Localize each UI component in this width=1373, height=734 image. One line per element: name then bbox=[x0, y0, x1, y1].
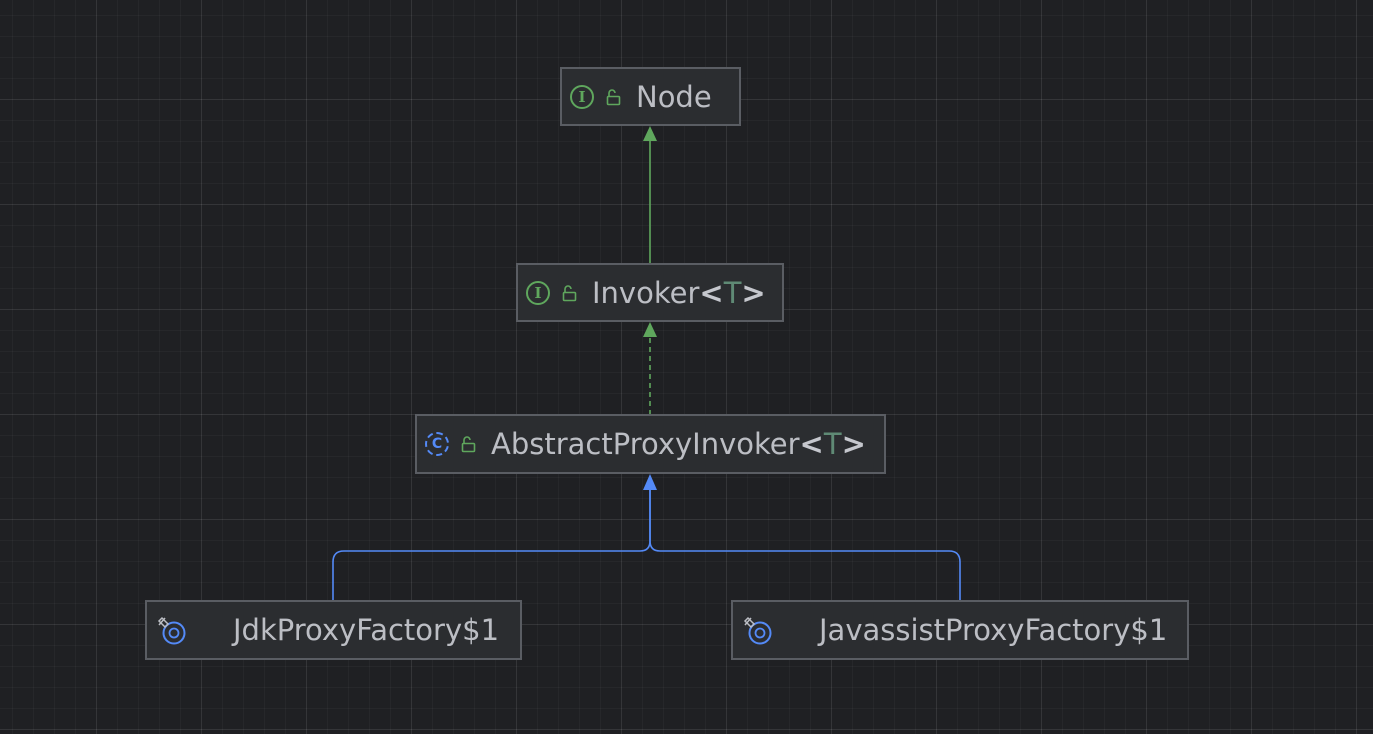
node-abstract-proxy-invoker[interactable]: C AbstractProxyInvoker<T> bbox=[415, 414, 886, 474]
node-javassist-proxy-factory[interactable]: JavassistProxyFactory$1 bbox=[731, 600, 1189, 660]
node-name: Invoker<T> bbox=[592, 276, 766, 310]
arrowhead-invoker bbox=[643, 322, 657, 337]
unlocked-lock-icon bbox=[562, 284, 577, 301]
node-invoker[interactable]: I Invoker<T> bbox=[516, 263, 784, 322]
node-abstract-proxy-invoker-label: AbstractProxyInvoker bbox=[491, 427, 800, 461]
node-node-label: Node bbox=[636, 79, 712, 114]
node-name: JavassistProxyFactory$1 bbox=[819, 613, 1168, 647]
node-name: JdkProxyFactory$1 bbox=[233, 613, 500, 647]
node-invoker-label: Invoker bbox=[592, 275, 700, 310]
node-jdk-proxy-factory[interactable]: JdkProxyFactory$1 bbox=[145, 600, 522, 660]
unlocked-lock-icon bbox=[461, 436, 476, 453]
generic-close-bracket: > bbox=[741, 275, 766, 310]
generic-open-bracket: < bbox=[799, 427, 824, 461]
node-name: Node bbox=[636, 80, 712, 114]
abstract-class-icon: C bbox=[425, 432, 449, 456]
arrowhead-abstract-proxy-invoker bbox=[643, 474, 657, 490]
interface-icon: I bbox=[526, 280, 550, 305]
unlocked-lock-icon bbox=[606, 88, 621, 105]
generic-close-bracket: > bbox=[841, 427, 866, 461]
node-node[interactable]: I Node bbox=[560, 67, 741, 126]
edge-jdk-proxy-factory-to-abstract-proxy-invoker bbox=[332, 488, 651, 601]
edge-javassist-proxy-factory-to-abstract-proxy-invoker bbox=[649, 488, 961, 601]
generic-type-parameter: T bbox=[723, 275, 742, 310]
node-name: AbstractProxyInvoker<T> bbox=[491, 427, 866, 461]
arrowhead-node bbox=[643, 126, 657, 141]
anonymous-class-icon bbox=[157, 616, 186, 645]
generic-open-bracket: < bbox=[699, 275, 724, 310]
generic-type-parameter: T bbox=[823, 427, 842, 461]
interface-icon: I bbox=[570, 84, 594, 109]
anonymous-class-icon bbox=[743, 616, 772, 645]
